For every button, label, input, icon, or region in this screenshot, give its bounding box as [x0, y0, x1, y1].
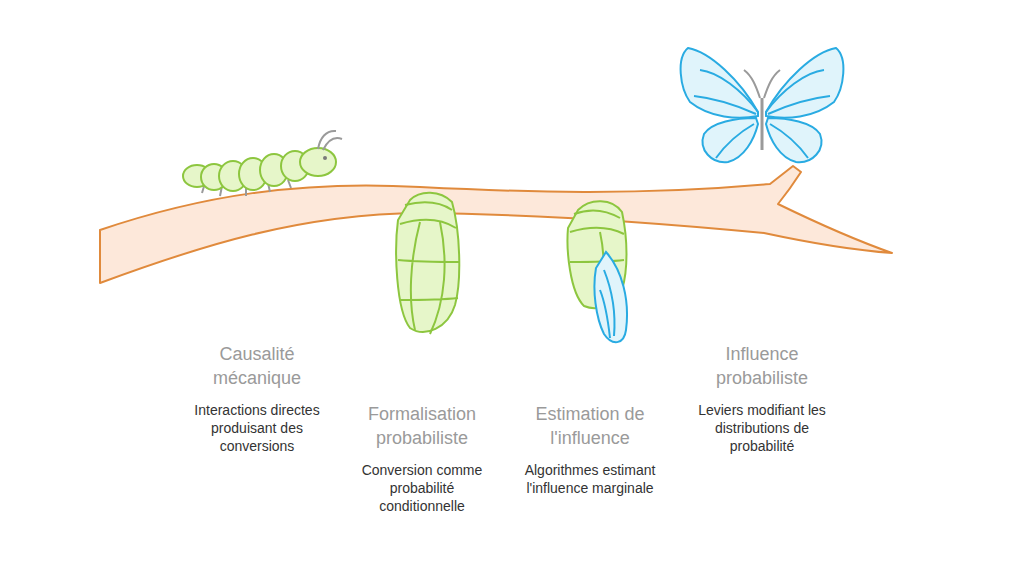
stage-title: Estimation de l'influence — [520, 402, 660, 450]
stage-title: Causalité mécanique — [192, 342, 322, 390]
stage-title: Formalisation probabiliste — [357, 402, 487, 450]
stage-description: Conversion comme probabilité conditionne… — [347, 461, 497, 515]
caterpillar — [183, 131, 342, 196]
stage-title: Influence probabiliste — [697, 342, 827, 390]
stage-description: Interactions directes produisant des con… — [182, 401, 332, 455]
butterfly — [681, 48, 844, 162]
stage-description: Leviers modifiant les distributions de p… — [687, 401, 837, 455]
chrysalis — [396, 193, 460, 334]
emerging-chrysalis — [568, 201, 628, 342]
stage-description: Algorithmes estimant l'influence margina… — [515, 461, 665, 497]
